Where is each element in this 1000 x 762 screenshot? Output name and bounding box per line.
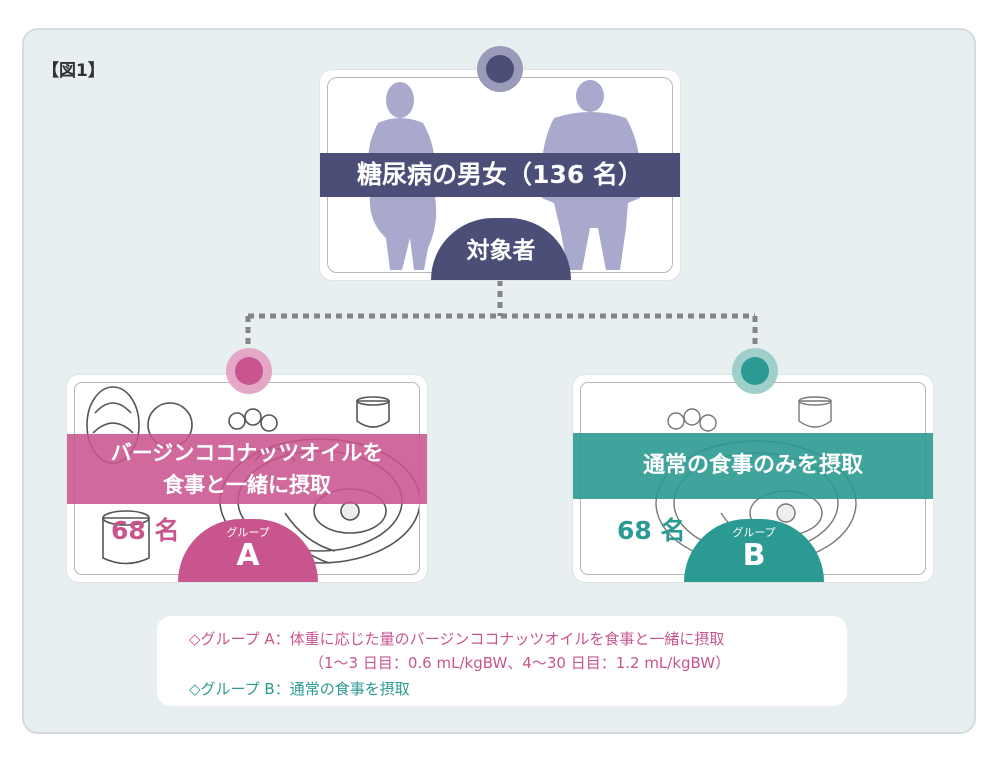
figure-label: 【図1】 [42, 61, 105, 81]
legend-group-a-line1: ◇グループ A：体重に応じた量のバージンココナッツオイルを食事と一緒に摂取 [189, 630, 725, 648]
group-a-count: 68 名 [111, 516, 180, 545]
group-a-badge: グループ A [178, 519, 318, 582]
legend-box: ◇グループ A：体重に応じた量のバージンココナッツオイルを食事と一緒に摂取 （1… [157, 616, 847, 706]
legend-group-b-line1: ◇グループ B：通常の食事を摂取 [189, 680, 410, 698]
group-a-letter: A [236, 538, 260, 573]
legend-group-a-line2: （1〜3 日目：0.6 mL/kgBW、4〜30 日目：1.2 mL/kgBW） [309, 654, 731, 672]
group-b-group-word: グループ [732, 526, 776, 539]
group-a-title-band: バージンココナッツオイルを 食事と一緒に摂取 [67, 434, 427, 504]
group-b-node-dot [732, 348, 778, 394]
group-b-letter: B [742, 538, 766, 573]
group-b-box: 68 名 通常の食事のみを摂取 グループ B [573, 375, 933, 582]
target-title: 糖尿病の男女（136 名） [320, 153, 680, 197]
group-a-box: 68 名 バージンココナッツオイルを 食事と一緒に摂取 グループ A [67, 375, 427, 582]
target-box: 糖尿病の男女（136 名） 対象者 [320, 70, 680, 280]
group-b-count: 68 名 [617, 516, 686, 545]
group-a-title-line2: 食事と一緒に摂取 [163, 473, 331, 497]
group-a-title-line1: バージンココナッツオイルを [110, 441, 384, 465]
group-b-title: 通常の食事のみを摂取 [573, 433, 933, 499]
group-a-node-dot [226, 348, 272, 394]
group-a-group-word: グループ [226, 526, 270, 539]
group-b-badge: グループ B [684, 519, 824, 582]
target-node-dot [477, 46, 523, 92]
